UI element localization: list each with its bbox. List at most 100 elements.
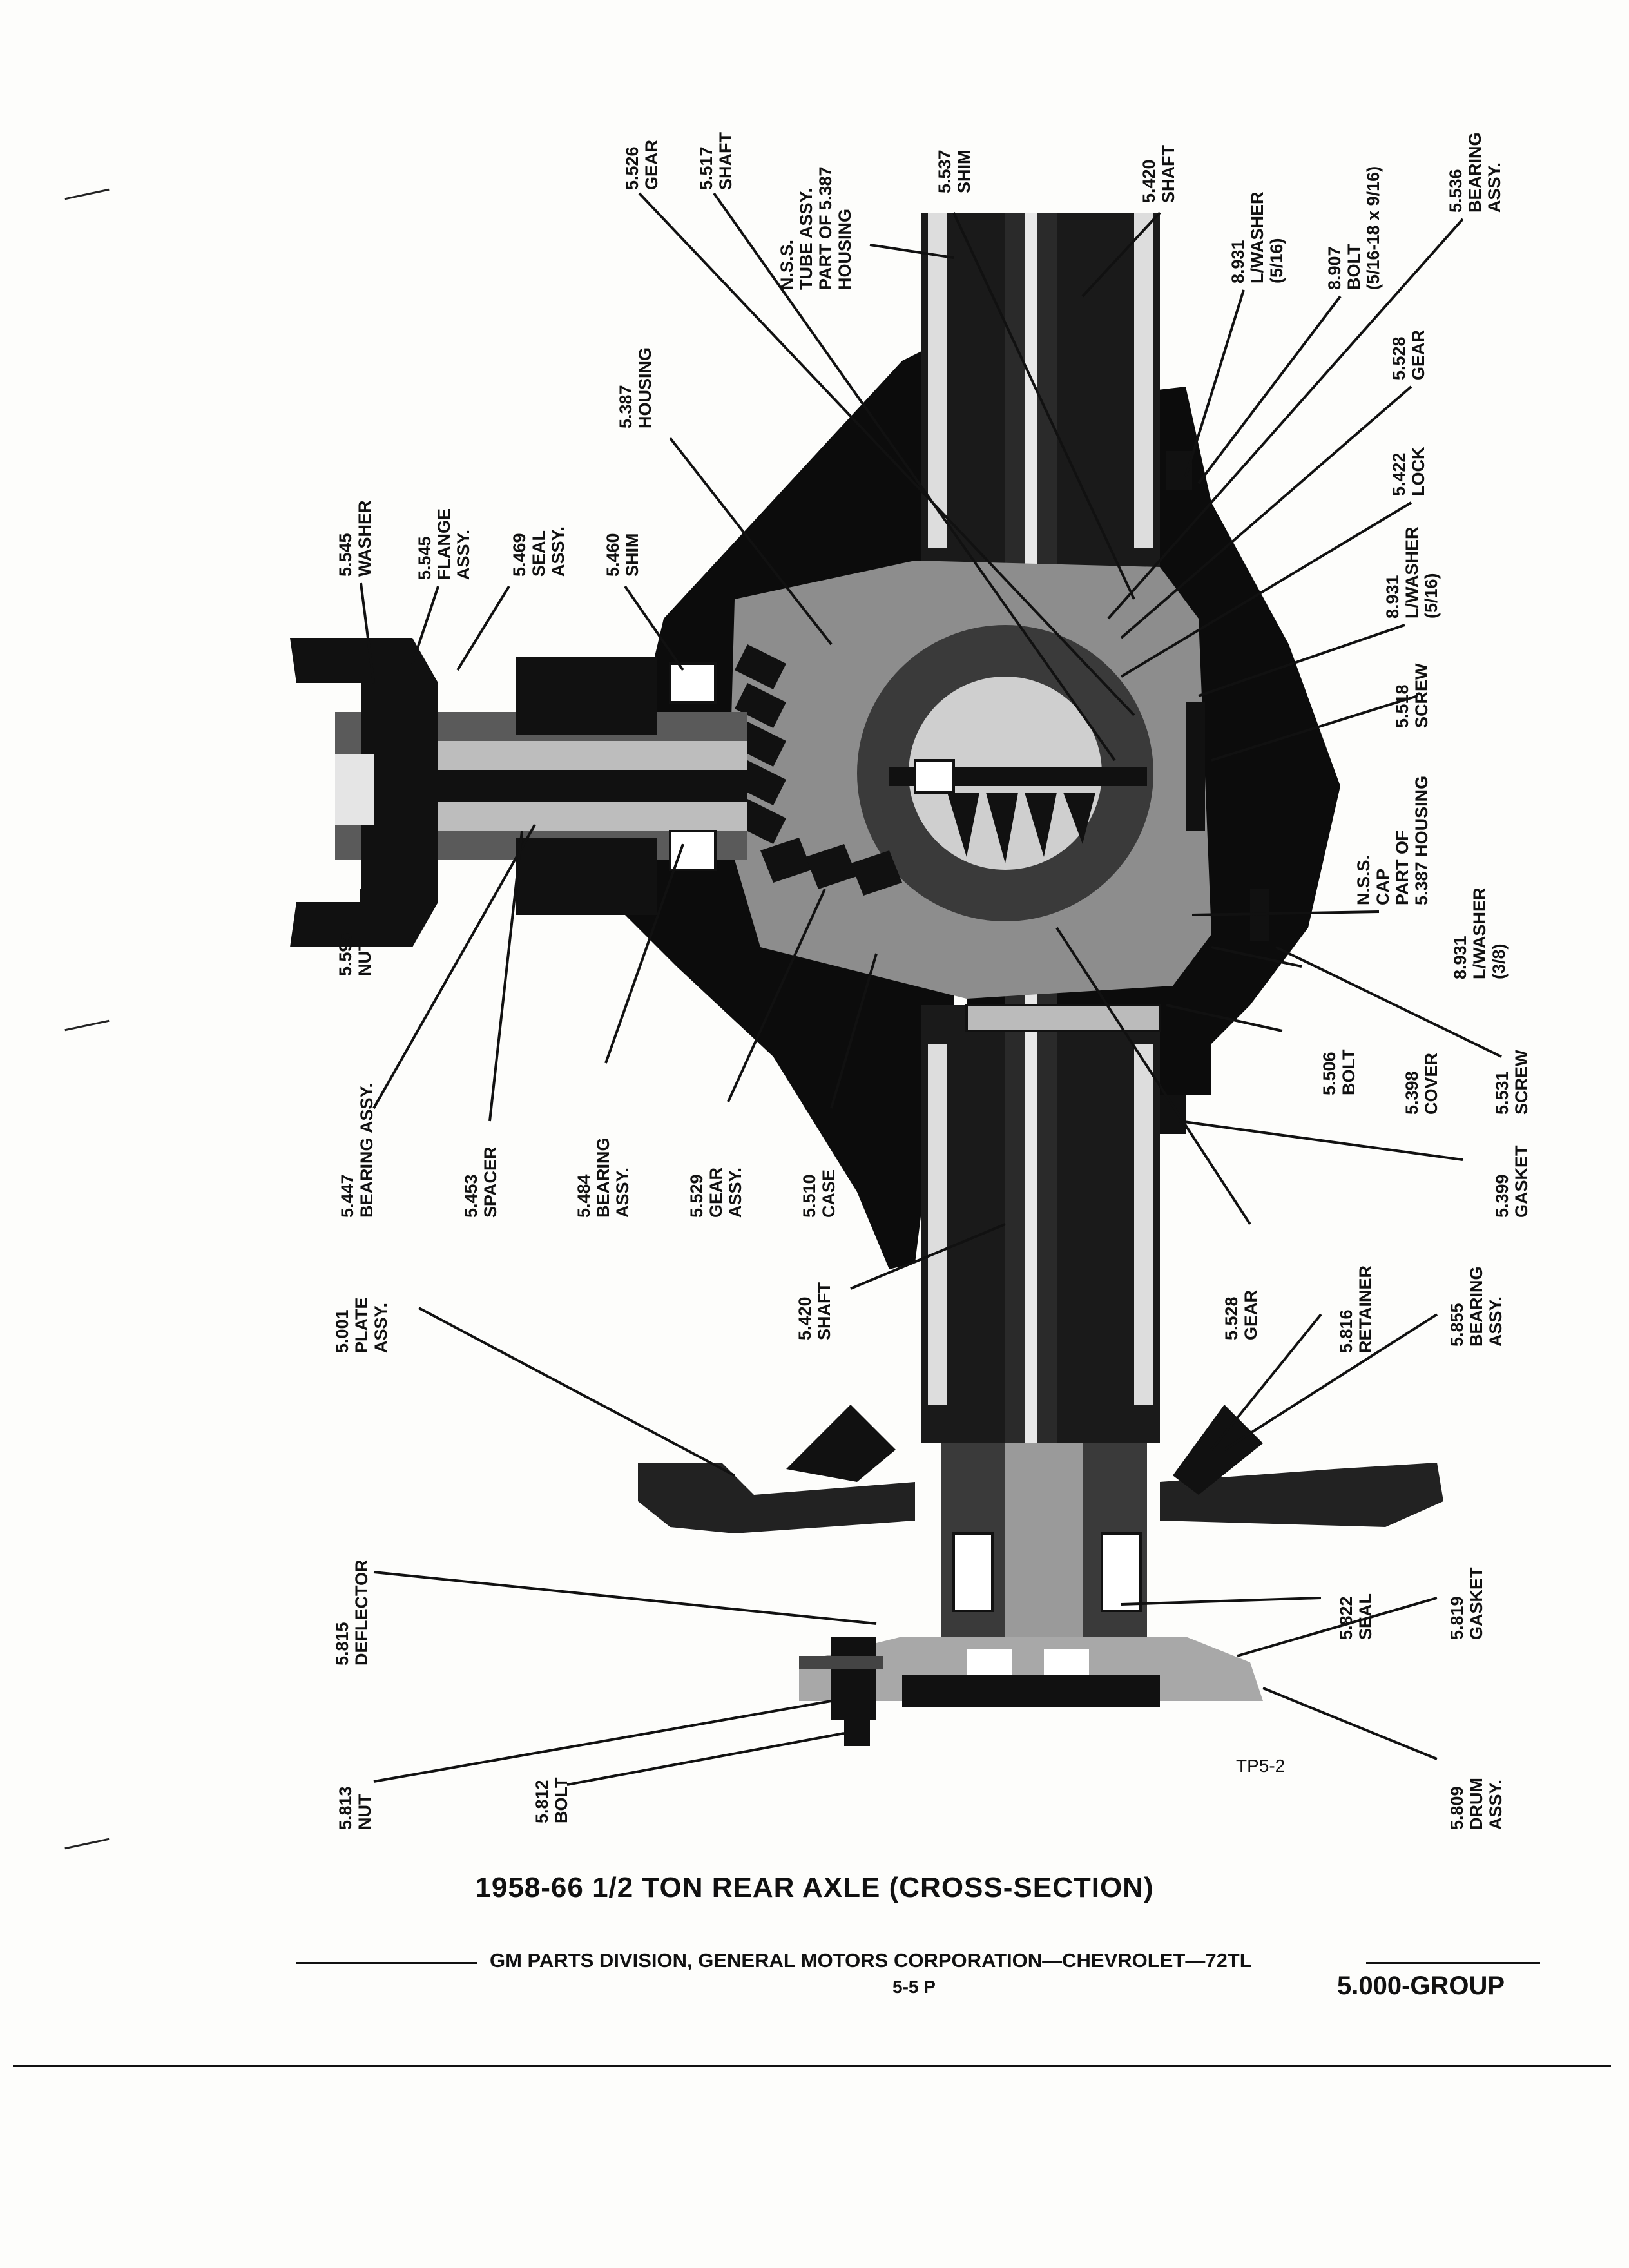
callout-5422-lock: 5.422 LOCK (1389, 447, 1428, 496)
callout-5526-gear: 5.526 GEAR (622, 140, 661, 190)
callout-5398-cover: 5.398 COVER (1402, 1053, 1441, 1115)
svg-text:L/WASHER: L/WASHER (1402, 526, 1422, 619)
svg-text:SHAFT: SHAFT (716, 132, 735, 190)
svg-text:ASSY.: ASSY. (454, 530, 473, 580)
svg-text:RETAINER: RETAINER (1356, 1265, 1375, 1353)
callout-5528-gear-top: 5.528 GEAR (1389, 330, 1428, 380)
svg-text:SHAFT: SHAFT (815, 1282, 834, 1340)
callout-labels: 5.526 GEAR 5.517 SHAFT N.S.S. TUBE ASSY.… (333, 132, 1531, 1830)
svg-text:NUT: NUT (355, 940, 374, 976)
svg-text:5.001: 5.001 (333, 1309, 352, 1353)
svg-text:5.531: 5.531 (1492, 1071, 1512, 1115)
callout-5529-gear-assy: 5.529 GEAR ASSY. (687, 1168, 745, 1218)
callout-5517-shaft: 5.517 SHAFT (697, 132, 735, 190)
callout-5387-housing: 5.387 HOUSING (616, 347, 655, 428)
svg-text:5.399: 5.399 (1492, 1174, 1512, 1218)
callout-5822-seal: 5.822 SEAL (1336, 1593, 1375, 1640)
svg-text:5.526: 5.526 (622, 146, 642, 190)
svg-text:BOLT: BOLT (1344, 244, 1364, 290)
svg-text:ASSY.: ASSY. (1486, 1780, 1505, 1830)
callout-5855-bearing-assy: 5.855 BEARING ASSY. (1447, 1266, 1505, 1347)
footer-rule-right (1366, 1962, 1540, 1964)
figure-code: TP5-2 (1236, 1756, 1286, 1776)
svg-text:5.816: 5.816 (1336, 1309, 1356, 1353)
svg-text:BEARING: BEARING (593, 1137, 613, 1218)
svg-text:5.420: 5.420 (1139, 159, 1159, 203)
diagram-title: 1958-66 1/2 TON REAR AXLE (CROSS-SECTION… (475, 1872, 1154, 1903)
svg-text:N.S.S.: N.S.S. (1354, 855, 1373, 905)
callout-nss-cap: N.S.S. CAP PART OF 5.387 HOUSING (1354, 776, 1431, 905)
svg-text:5.528: 5.528 (1222, 1296, 1241, 1340)
svg-text:PART OF: PART OF (1393, 831, 1412, 906)
svg-text:5.420: 5.420 (795, 1296, 815, 1340)
callout-5536-bearing-assy: 5.536 BEARING ASSY. (1446, 132, 1504, 213)
svg-text:5.529: 5.529 (687, 1174, 706, 1218)
svg-text:5.506: 5.506 (1320, 1052, 1339, 1095)
callout-5528-gear-bottom: 5.528 GEAR (1222, 1290, 1260, 1340)
callout-5812-bolt: 5.812 BOLT (532, 1777, 571, 1823)
svg-text:5.447: 5.447 (338, 1174, 357, 1218)
leader-lines (360, 192, 1502, 1786)
svg-text:5.809: 5.809 (1447, 1786, 1467, 1830)
callout-5506-bolt: 5.506 BOLT (1320, 1049, 1358, 1095)
svg-text:SEAL: SEAL (529, 530, 548, 577)
callout-5453-spacer: 5.453 SPACER (461, 1146, 500, 1218)
svg-text:(5/16): (5/16) (1267, 238, 1286, 284)
svg-text:GEAR: GEAR (642, 140, 661, 190)
footer-page-number: 5-5 P (892, 1977, 936, 1997)
svg-text:5.387: 5.387 (616, 385, 635, 428)
svg-text:SHIM: SHIM (622, 533, 642, 577)
svg-text:FLANGE: FLANGE (434, 508, 454, 580)
svg-text:8.931: 8.931 (1228, 240, 1248, 284)
callout-nss-tube-assy: N.S.S. TUBE ASSY. PART OF 5.387 HOUSING (777, 166, 854, 290)
svg-text:5.510: 5.510 (800, 1174, 819, 1218)
svg-text:SCREW: SCREW (1412, 663, 1431, 728)
svg-text:LOCK: LOCK (1409, 447, 1428, 496)
callout-5595-nut: 5.595 NUT (336, 932, 374, 976)
callout-5813-nut: 5.813 NUT (336, 1786, 374, 1830)
svg-text:N.S.S.: N.S.S. (777, 240, 796, 290)
svg-text:BEARING ASSY.: BEARING ASSY. (357, 1083, 376, 1218)
svg-text:5.398: 5.398 (1402, 1071, 1422, 1115)
svg-text:ASSY.: ASSY. (613, 1168, 632, 1218)
callout-5815-deflector: 5.815 DEFLECTOR (333, 1559, 371, 1666)
svg-text:PLATE: PLATE (352, 1298, 371, 1354)
svg-text:5.387 HOUSING: 5.387 HOUSING (1412, 776, 1431, 905)
svg-text:GEAR: GEAR (1241, 1290, 1260, 1340)
callout-5420-shaft-top: 5.420 SHAFT (1139, 145, 1178, 203)
svg-text:SPACER: SPACER (481, 1146, 500, 1218)
callout-5809-drum-assy: 5.809 DRUM ASSY. (1447, 1778, 1505, 1830)
svg-text:GASKET: GASKET (1512, 1145, 1531, 1218)
svg-text:5.595: 5.595 (336, 932, 355, 976)
svg-text:BEARING: BEARING (1467, 1266, 1486, 1347)
svg-text:GEAR: GEAR (1409, 330, 1428, 380)
svg-text:GEAR: GEAR (706, 1168, 726, 1218)
svg-text:8.931: 8.931 (1451, 936, 1470, 979)
svg-text:5.812: 5.812 (532, 1780, 552, 1823)
svg-text:GASKET: GASKET (1467, 1567, 1486, 1640)
svg-text:SHAFT: SHAFT (1159, 145, 1178, 203)
svg-text:5.855: 5.855 (1447, 1303, 1467, 1347)
svg-text:SEAL: SEAL (1356, 1593, 1375, 1640)
svg-text:5.453: 5.453 (461, 1174, 481, 1218)
svg-text:BEARING: BEARING (1465, 132, 1485, 213)
svg-text:5.545: 5.545 (336, 533, 355, 577)
callout-5545-flange-assy: 5.545 FLANGE ASSY. (415, 508, 473, 580)
svg-text:ASSY.: ASSY. (1486, 1296, 1505, 1347)
axle-illustration (290, 213, 1443, 1746)
svg-text:5.469: 5.469 (510, 533, 529, 577)
svg-text:5.813: 5.813 (336, 1786, 355, 1830)
callout-5399-gasket: 5.399 GASKET (1492, 1145, 1531, 1218)
svg-text:(5/16): (5/16) (1422, 573, 1441, 619)
svg-text:ASSY.: ASSY. (726, 1168, 745, 1218)
callout-5819-gasket: 5.819 GASKET (1447, 1567, 1486, 1640)
svg-text:8.931: 8.931 (1383, 575, 1402, 619)
svg-text:5.822: 5.822 (1336, 1596, 1356, 1640)
callout-5469-seal-assy: 5.469 SEAL ASSY. (510, 526, 568, 577)
svg-text:5.484: 5.484 (574, 1174, 593, 1218)
callout-8931-lwasher-b: 8.931 L/WASHER (5/16) (1383, 526, 1441, 619)
callout-8931-lwasher-a: 8.931 L/WASHER (5/16) (1228, 191, 1286, 284)
svg-text:(3/8): (3/8) (1489, 943, 1509, 979)
svg-text:PART OF 5.387: PART OF 5.387 (816, 166, 835, 290)
